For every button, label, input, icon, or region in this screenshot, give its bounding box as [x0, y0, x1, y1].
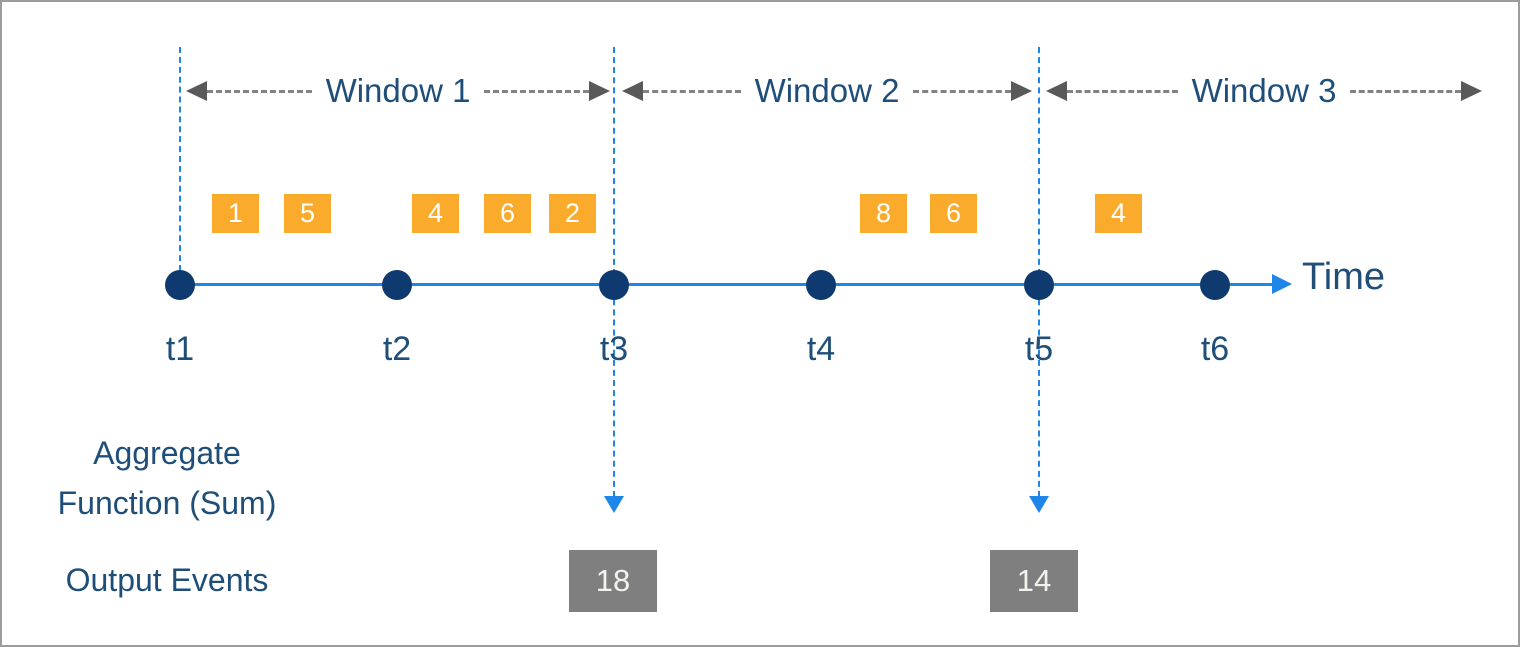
tick-label-t3: t3 [599, 330, 629, 368]
window-1-span: Window 1 [186, 72, 611, 110]
arrow-left-icon [186, 81, 207, 101]
tick-label-t4: t4 [806, 330, 836, 368]
input-event-box: 4 [1095, 194, 1142, 233]
dashed-line [643, 89, 741, 93]
input-event-box: 6 [930, 194, 977, 233]
input-event-box: 8 [860, 194, 907, 233]
window-2-label: Window 2 [754, 72, 900, 109]
aggregate-function-label-line1: Aggregate [93, 435, 241, 471]
timeline-dot-t1 [165, 270, 195, 300]
dashed-line [1067, 89, 1178, 93]
timeline-dot-t4 [806, 270, 836, 300]
arrow-left-icon [1046, 81, 1067, 101]
aggregate-function-label: Aggregate Function (Sum) [32, 428, 302, 528]
timeline-axis [180, 283, 1274, 286]
dashed-line [913, 89, 1012, 93]
tick-label-t1: t1 [165, 330, 195, 368]
time-axis-label: Time [1302, 256, 1386, 298]
input-event-box: 6 [484, 194, 531, 233]
tick-label-t2: t2 [382, 330, 412, 368]
window-3-label: Window 3 [1191, 72, 1337, 109]
output-event-box-t3: 18 [569, 550, 657, 612]
arrow-right-icon [1011, 81, 1033, 101]
output-arrow-down-icon [604, 496, 624, 513]
timeline-arrowhead-icon [1272, 274, 1292, 294]
timeline-dot-t2 [382, 270, 412, 300]
input-event-box: 2 [549, 194, 596, 233]
tick-label-t5: t5 [1024, 330, 1054, 368]
input-event-box: 4 [412, 194, 459, 233]
arrow-right-icon [1461, 81, 1483, 101]
window-boundary-line-t1 [179, 47, 181, 271]
tick-label-t6: t6 [1200, 330, 1230, 368]
output-event-box-t5: 14 [990, 550, 1078, 612]
window-1-label: Window 1 [325, 72, 471, 109]
arrow-right-icon [589, 81, 611, 101]
dashed-line [484, 89, 590, 93]
arrow-left-icon [622, 81, 643, 101]
output-events-label: Output Events [65, 562, 269, 598]
window-3-span: Window 3 [1046, 72, 1483, 110]
input-event-box: 5 [284, 194, 331, 233]
dashed-line [207, 89, 312, 93]
aggregate-function-label-line2: Function (Sum) [57, 485, 277, 521]
dashed-line [1350, 89, 1462, 93]
timeline-dot-t6 [1200, 270, 1230, 300]
input-event-box: 1 [212, 194, 259, 233]
output-arrow-down-icon [1029, 496, 1049, 513]
timeline-dot-t3 [599, 270, 629, 300]
window-2-span: Window 2 [622, 72, 1033, 110]
timeline-dot-t5 [1024, 270, 1054, 300]
